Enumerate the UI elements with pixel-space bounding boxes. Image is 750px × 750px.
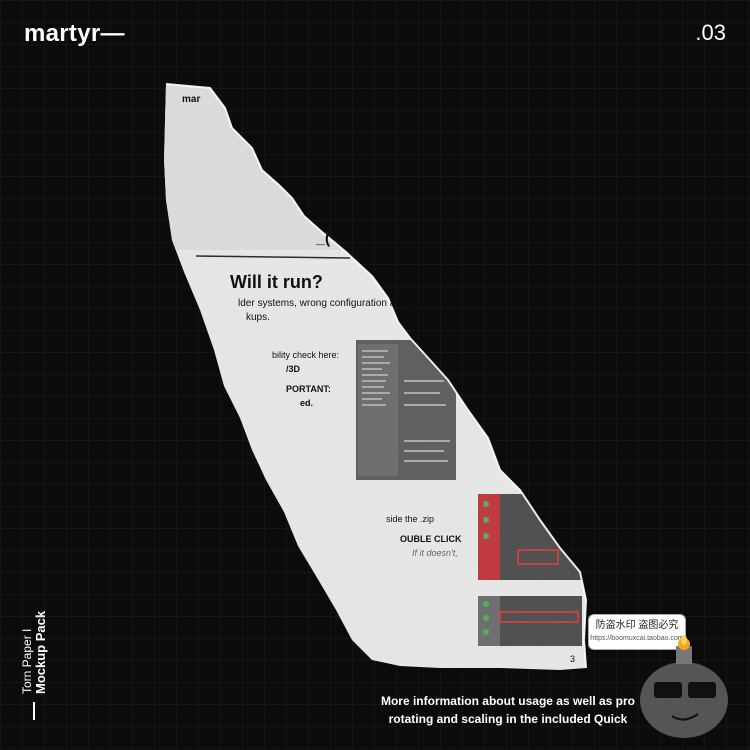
footer-info: More information about usage as well as … (358, 692, 658, 728)
watermark-text: 防盗水印 盗图必究 (595, 620, 679, 631)
paper-double-click: OUBLE CLICK (400, 534, 462, 544)
side-title-divider (33, 702, 35, 720)
paper-if-line: If it doesn't, (412, 548, 458, 558)
mascot-bomb-icon (640, 635, 728, 738)
side-title: Torn Paper I Mockup Pack (20, 611, 48, 720)
footer-line1: More information about usage as well as … (380, 694, 636, 708)
paper-important-sub: ed. (300, 398, 314, 408)
paper-page-number: 3 (570, 654, 576, 664)
paper-logo: mar (182, 94, 201, 105)
side-title-line1: Torn Paper I (20, 628, 34, 694)
paper-important: PORTANT: (286, 384, 331, 394)
paper-body-line2: kups. (246, 312, 270, 323)
side-title-line2: Mockup Pack (33, 610, 48, 694)
paper-body-line1: lder systems, wrong configuration and la… (238, 298, 422, 309)
underscore-mark: _( (316, 230, 331, 247)
watermark-badge: 防盗水印 盗图必究 https://boomuxcai.taobao.com (588, 614, 686, 650)
paper-zip-line: side the .zip (386, 514, 435, 524)
watermark-url: https://boomuxcai.taobao.com (590, 635, 684, 642)
paper-compat-line: bility check here: (272, 350, 340, 360)
page-number: .03 (695, 20, 726, 45)
footer-line2: rotating and scaling in the included Qui… (388, 712, 628, 726)
paper-heading: Will it run? (230, 272, 323, 292)
brand-logo: martyr— (24, 20, 125, 47)
paper-compat-sub: /3D (286, 364, 301, 374)
